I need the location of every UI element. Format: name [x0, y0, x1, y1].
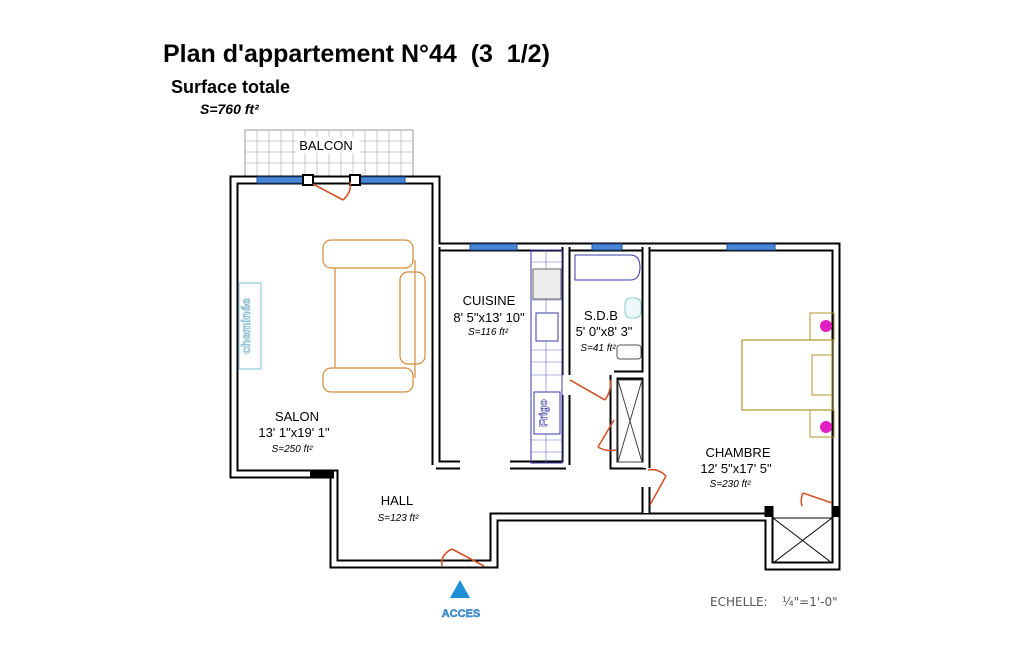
doors	[312, 181, 833, 567]
room-chambre: CHAMBRE 12' 5"x17' 5" S=230 ft²	[700, 445, 772, 490]
salon-name: SALON	[275, 409, 319, 424]
scale-value: ¼"=1'-0"	[782, 595, 838, 609]
toilet-icon	[616, 344, 642, 360]
lamp-icon	[820, 421, 832, 433]
scale-note: ECHELLE: ¼"=1'-0"	[710, 595, 838, 609]
bathroom-fixtures	[574, 254, 643, 463]
kitchen-counter: Frigo	[530, 249, 563, 464]
room-cuisine: CUISINE 8' 5"x13' 10" S=116 ft²	[453, 293, 525, 338]
bathtub-icon	[574, 254, 641, 281]
room-hall: HALL S=123 ft²	[378, 493, 420, 524]
lamp-icon	[820, 320, 832, 332]
sdb-name: S.D.B	[584, 308, 618, 323]
sdb-dims: 5' 0"x8' 3"	[576, 324, 633, 339]
hall-area: S=123 ft²	[378, 513, 420, 524]
sdb-area: S=41 ft²	[580, 343, 616, 354]
entrance-label: ACCES	[442, 608, 481, 620]
chambre-dims: 12' 5"x17' 5"	[700, 461, 772, 476]
total-area-heading: Surface totale	[171, 77, 291, 97]
windows	[256, 174, 776, 251]
entrance-marker: ACCES	[442, 580, 481, 620]
stove-icon	[532, 268, 562, 300]
chambre-name: CHAMBRE	[705, 445, 770, 460]
total-area-value: S=760 ft²	[200, 101, 259, 117]
room-salon: SALON 13' 1"x19' 1" S=250 ft²	[258, 409, 330, 455]
scale-label: ECHELLE:	[710, 595, 768, 609]
salon-area: S=250 ft²	[272, 444, 314, 455]
sink-icon	[535, 312, 559, 342]
closet	[772, 517, 833, 564]
balcony: BALCON	[244, 129, 414, 177]
cuisine-area: S=116 ft²	[468, 327, 509, 338]
room-sdb: S.D.B 5' 0"x8' 3" S=41 ft²	[576, 308, 633, 354]
bed	[741, 312, 835, 438]
fridge-label: Frigo	[538, 399, 550, 427]
sofa-set	[322, 239, 426, 393]
salon-dims: 13' 1"x19' 1"	[258, 425, 330, 440]
plan-title: Plan d'appartement N°44 (3 1/2)	[163, 40, 550, 68]
cuisine-dims: 8' 5"x13' 10"	[453, 310, 525, 325]
exterior-walls	[229, 175, 841, 571]
interior-walls	[310, 247, 841, 517]
entrance-arrow-icon	[450, 580, 470, 598]
fireplace: cheminée	[238, 282, 262, 370]
hall-name: HALL	[381, 493, 414, 508]
washbasin-icon	[624, 297, 642, 319]
chambre-area: S=230 ft²	[710, 479, 752, 490]
fireplace-label: cheminée	[239, 298, 253, 354]
cuisine-name: CUISINE	[463, 293, 516, 308]
balcon-label: BALCON	[299, 138, 352, 153]
fridge	[533, 391, 561, 435]
